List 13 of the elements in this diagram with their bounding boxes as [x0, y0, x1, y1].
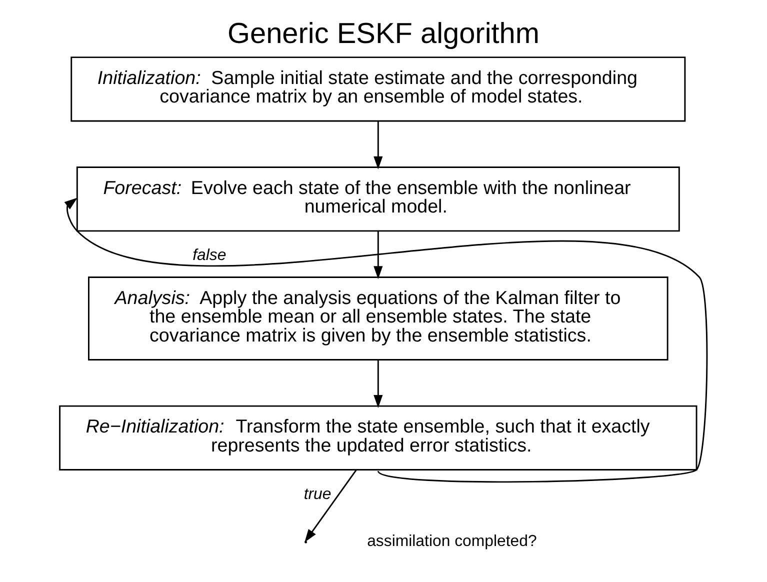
node-box: Initialization: Sample initial state estimate and the corresponding covariance matrix by an ensemble of model states.	[70, 56, 686, 122]
edge-label: false	[192, 246, 226, 264]
arrow	[374, 360, 383, 408]
label: assimilation completed?	[367, 533, 537, 550]
arrow	[64, 198, 708, 483]
node-box: Forecast: Evolve each state of the ensemble with the nonlinear numerical model.	[76, 166, 680, 232]
arrow	[304, 469, 358, 542]
node-box: Analysis: Apply the analysis equations of the Kalman filter to the ensemble mean or all ensemble states. The state covariance matrix is given by the ensemble statistics.	[88, 276, 668, 360]
arrow	[374, 120, 383, 170]
node-box: Re−Initialization: Transform the state ensemble, such that it exactly represents the updated error statistics.	[59, 405, 698, 470]
arrow	[374, 231, 383, 280]
diagram-title: Generic ESKF algorithm	[227, 18, 540, 50]
edge-label: true	[304, 486, 332, 503]
